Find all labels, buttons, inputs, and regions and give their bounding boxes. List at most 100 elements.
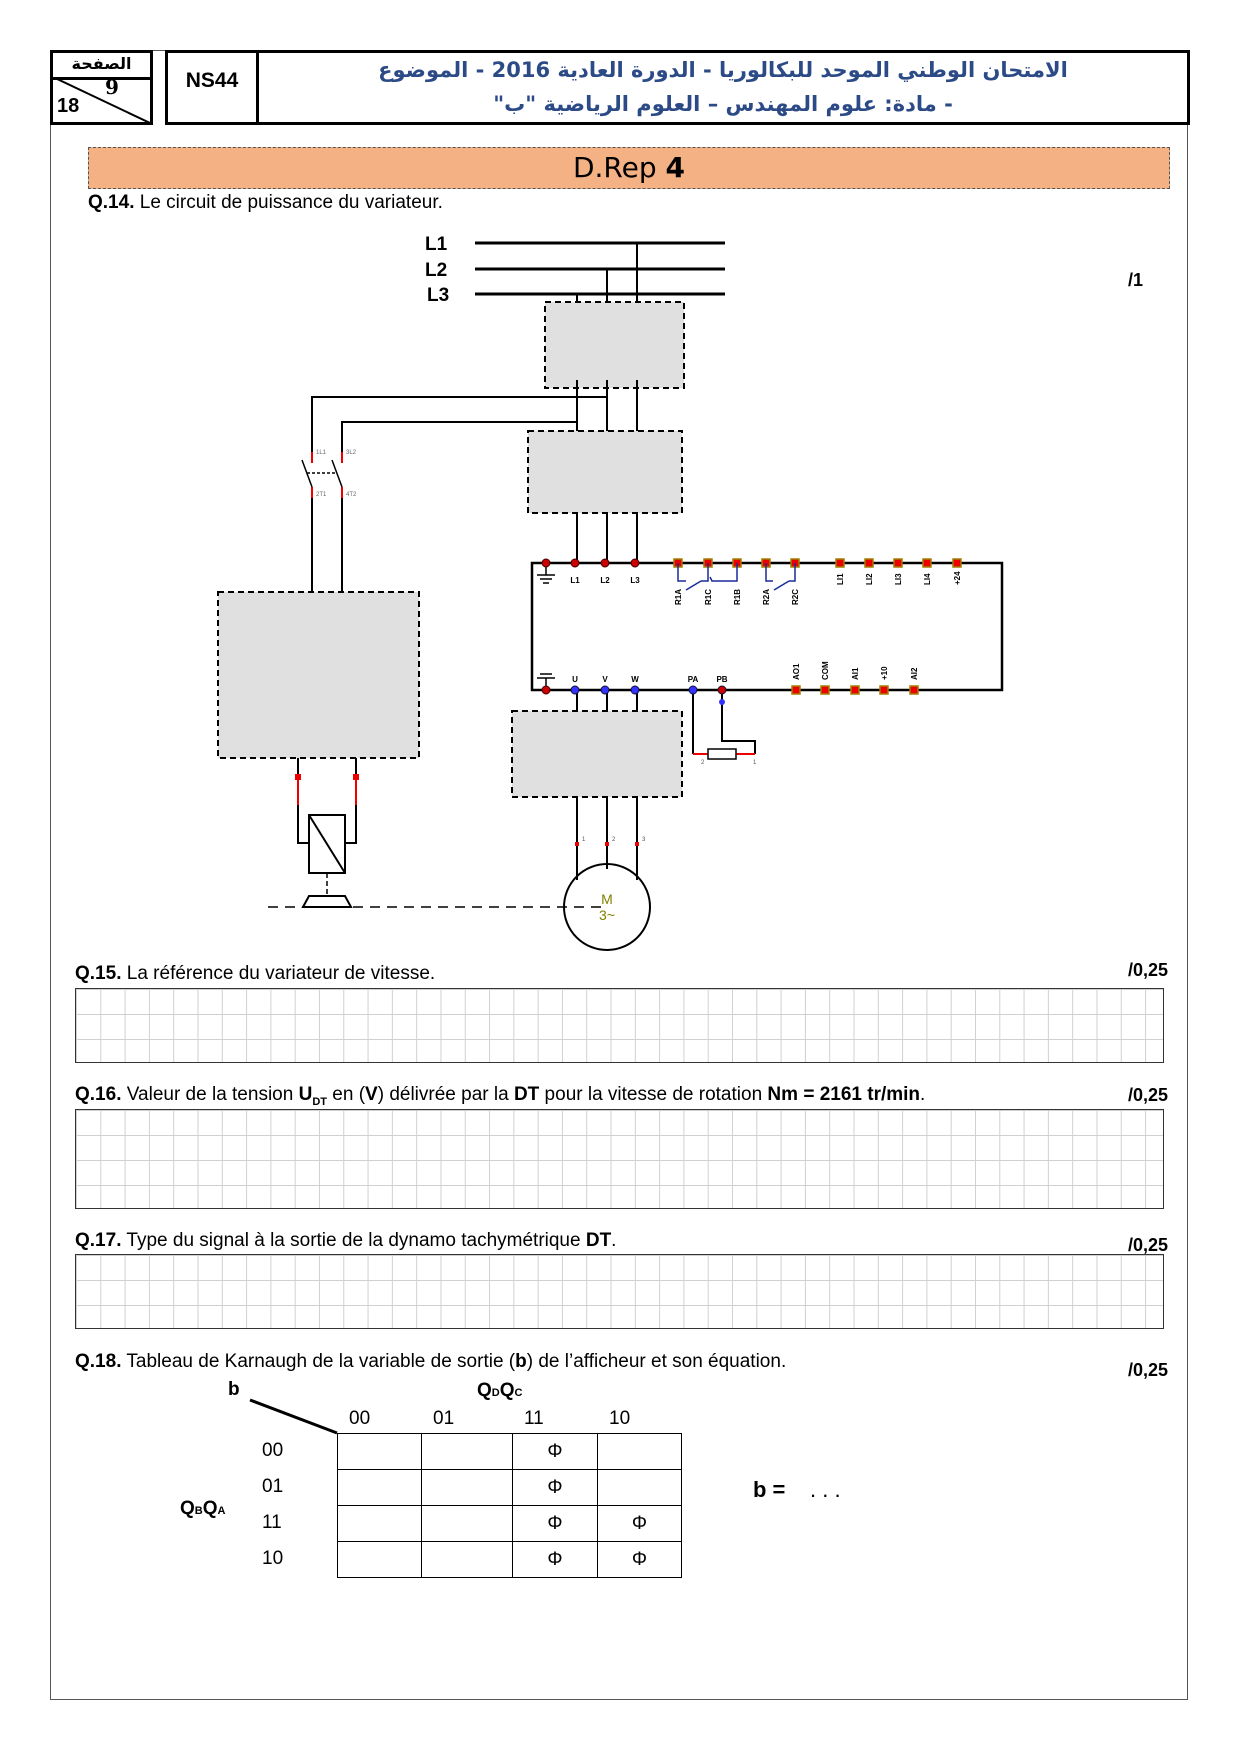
contact-label: 1L1 [316, 450, 327, 456]
section-banner: D.Rep 4 [88, 147, 1170, 189]
q18-text: ) de l’afficheur et son équation. [526, 1351, 787, 1372]
kmap-cell[interactable] [337, 1469, 422, 1506]
line-label-l3: L3 [427, 285, 449, 306]
drive-terminal [850, 685, 860, 695]
drive-terminal-label: R2A [762, 589, 771, 605]
question-14: Q.14. Le circuit de puissance du variate… [88, 192, 443, 214]
drive-terminal-label: PB [716, 675, 727, 684]
kmap-diagonal [249, 1398, 338, 1435]
kmap-row-label: 00 [262, 1440, 284, 1461]
banner-num: 4 [665, 151, 686, 184]
var: Q [499, 1380, 515, 1401]
kmap-cell[interactable]: Φ [512, 1541, 598, 1578]
ground-terminal [541, 558, 551, 568]
drive-terminal-label: U [572, 675, 578, 684]
drive-terminal-label: W [631, 675, 639, 684]
drive-terminal-label: PA [688, 675, 699, 684]
q16-text: en ( [327, 1084, 366, 1105]
kmap-col-label: 01 [433, 1408, 455, 1429]
drive-terminal-label: V [602, 675, 608, 684]
braking-resistor-icon: 2 1 [693, 748, 757, 766]
q14-text: Le circuit de puissance du variateur. [134, 192, 443, 213]
q15-text: La référence du variateur de vitesse. [121, 963, 436, 984]
drive-terminal [630, 558, 640, 568]
supply-lines [475, 241, 725, 296]
kmap-cell[interactable] [421, 1505, 513, 1542]
kmap-row-label: 11 [262, 1512, 282, 1533]
line-label-l2: L2 [425, 260, 447, 281]
drive-terminal-label: AI2 [910, 667, 919, 680]
motor-icon: 1 2 3 M 3~ [563, 837, 651, 951]
kmap-cell[interactable]: Φ [512, 1469, 598, 1506]
exam-title: الامتحان الوطني الموحد للبكالوريا - الدو… [256, 50, 1190, 125]
kmap-cell[interactable] [337, 1433, 422, 1470]
resistor-term: 2 [701, 760, 705, 766]
drive-terminal-label: R2C [791, 589, 800, 605]
question-18: Q.18. Tableau de Karnaugh de la variable… [75, 1351, 786, 1373]
kmap-cell[interactable]: Φ [512, 1433, 598, 1470]
equation-value[interactable]: . . . [810, 1477, 841, 1502]
page-diagonal [53, 77, 150, 123]
drive-terminal [820, 685, 830, 695]
var-sub: B [194, 1505, 203, 1517]
kmap-cell[interactable] [421, 1433, 513, 1470]
kmap-cell[interactable] [421, 1469, 513, 1506]
kmap-cell[interactable]: Φ [597, 1541, 682, 1578]
drive-terminal-label: AI1 [851, 667, 860, 680]
pb-marker [719, 699, 725, 705]
var-sub: D [491, 1387, 500, 1399]
drive-terminal [893, 558, 903, 568]
q16-u: U [298, 1084, 313, 1105]
kmap-col-label: 11 [524, 1408, 544, 1429]
kmap-cell[interactable]: Φ [512, 1505, 598, 1542]
drive-terminal-label: R1C [704, 589, 713, 605]
kmap-cell[interactable] [337, 1505, 422, 1542]
kmap-col-label: 00 [349, 1408, 371, 1429]
motor-m: M [601, 891, 613, 907]
drive-terminal-label: +10 [880, 666, 889, 680]
kmap-cell[interactable] [597, 1469, 682, 1506]
kmap-col-label: 10 [609, 1408, 631, 1429]
drive-terminal [688, 685, 698, 695]
drive-terminal-label: R1B [733, 589, 742, 605]
drive-terminal-label: AO1 [792, 663, 801, 680]
drive-terminal-label: L3 [630, 576, 640, 585]
q15-answer-grid[interactable] [75, 988, 1164, 1063]
q17-dt: DT [585, 1230, 612, 1251]
q17-answer-grid[interactable] [75, 1254, 1164, 1329]
contact-label: 3L2 [346, 450, 357, 456]
drive-terminal [570, 685, 580, 695]
question-15: Q.15. La référence du variateur de vites… [75, 963, 435, 985]
q14-num: Q.14. [88, 192, 135, 213]
contact-label: 2T1 [316, 492, 327, 498]
question-16: Q.16. Valeur de la tension UDT en (V) dé… [75, 1084, 925, 1108]
kmap-cell[interactable] [421, 1541, 513, 1578]
q16-sub: DT [312, 1095, 327, 1108]
kmap-cell[interactable] [337, 1541, 422, 1578]
title-line-1: الامتحان الوطني الموحد للبكالوريا - الدو… [378, 58, 1068, 82]
q16-answer-grid[interactable] [75, 1109, 1164, 1209]
kmap-cell[interactable]: Φ [597, 1505, 682, 1542]
contactor-block-box [527, 430, 683, 514]
drive-terminal-label: LI2 [865, 573, 874, 585]
var-sub: C [514, 1387, 523, 1399]
drive-terminal [570, 558, 580, 568]
q16-v: V [365, 1084, 378, 1105]
drive-terminal [600, 685, 610, 695]
drive-terminal [864, 558, 874, 568]
q16-score: /0,25 [1128, 1085, 1169, 1105]
kmap-cell[interactable] [597, 1433, 682, 1470]
drive-terminal-label: COM [821, 661, 830, 680]
q16-num: Q.16. [75, 1084, 122, 1105]
var: Q [180, 1498, 195, 1519]
kmap-row-var: QBQA [180, 1498, 225, 1520]
ground-terminal [541, 685, 551, 695]
drive-terminal [791, 685, 801, 695]
drive-terminal-label: L2 [600, 576, 610, 585]
q15-score: /0,25 [1128, 960, 1169, 980]
output-block-box [511, 710, 683, 798]
q17-text: Type du signal à la sortie de la dynamo … [121, 1230, 586, 1251]
kmap-col-var: QDQC [477, 1380, 522, 1402]
q16-dt: DT [513, 1084, 540, 1105]
